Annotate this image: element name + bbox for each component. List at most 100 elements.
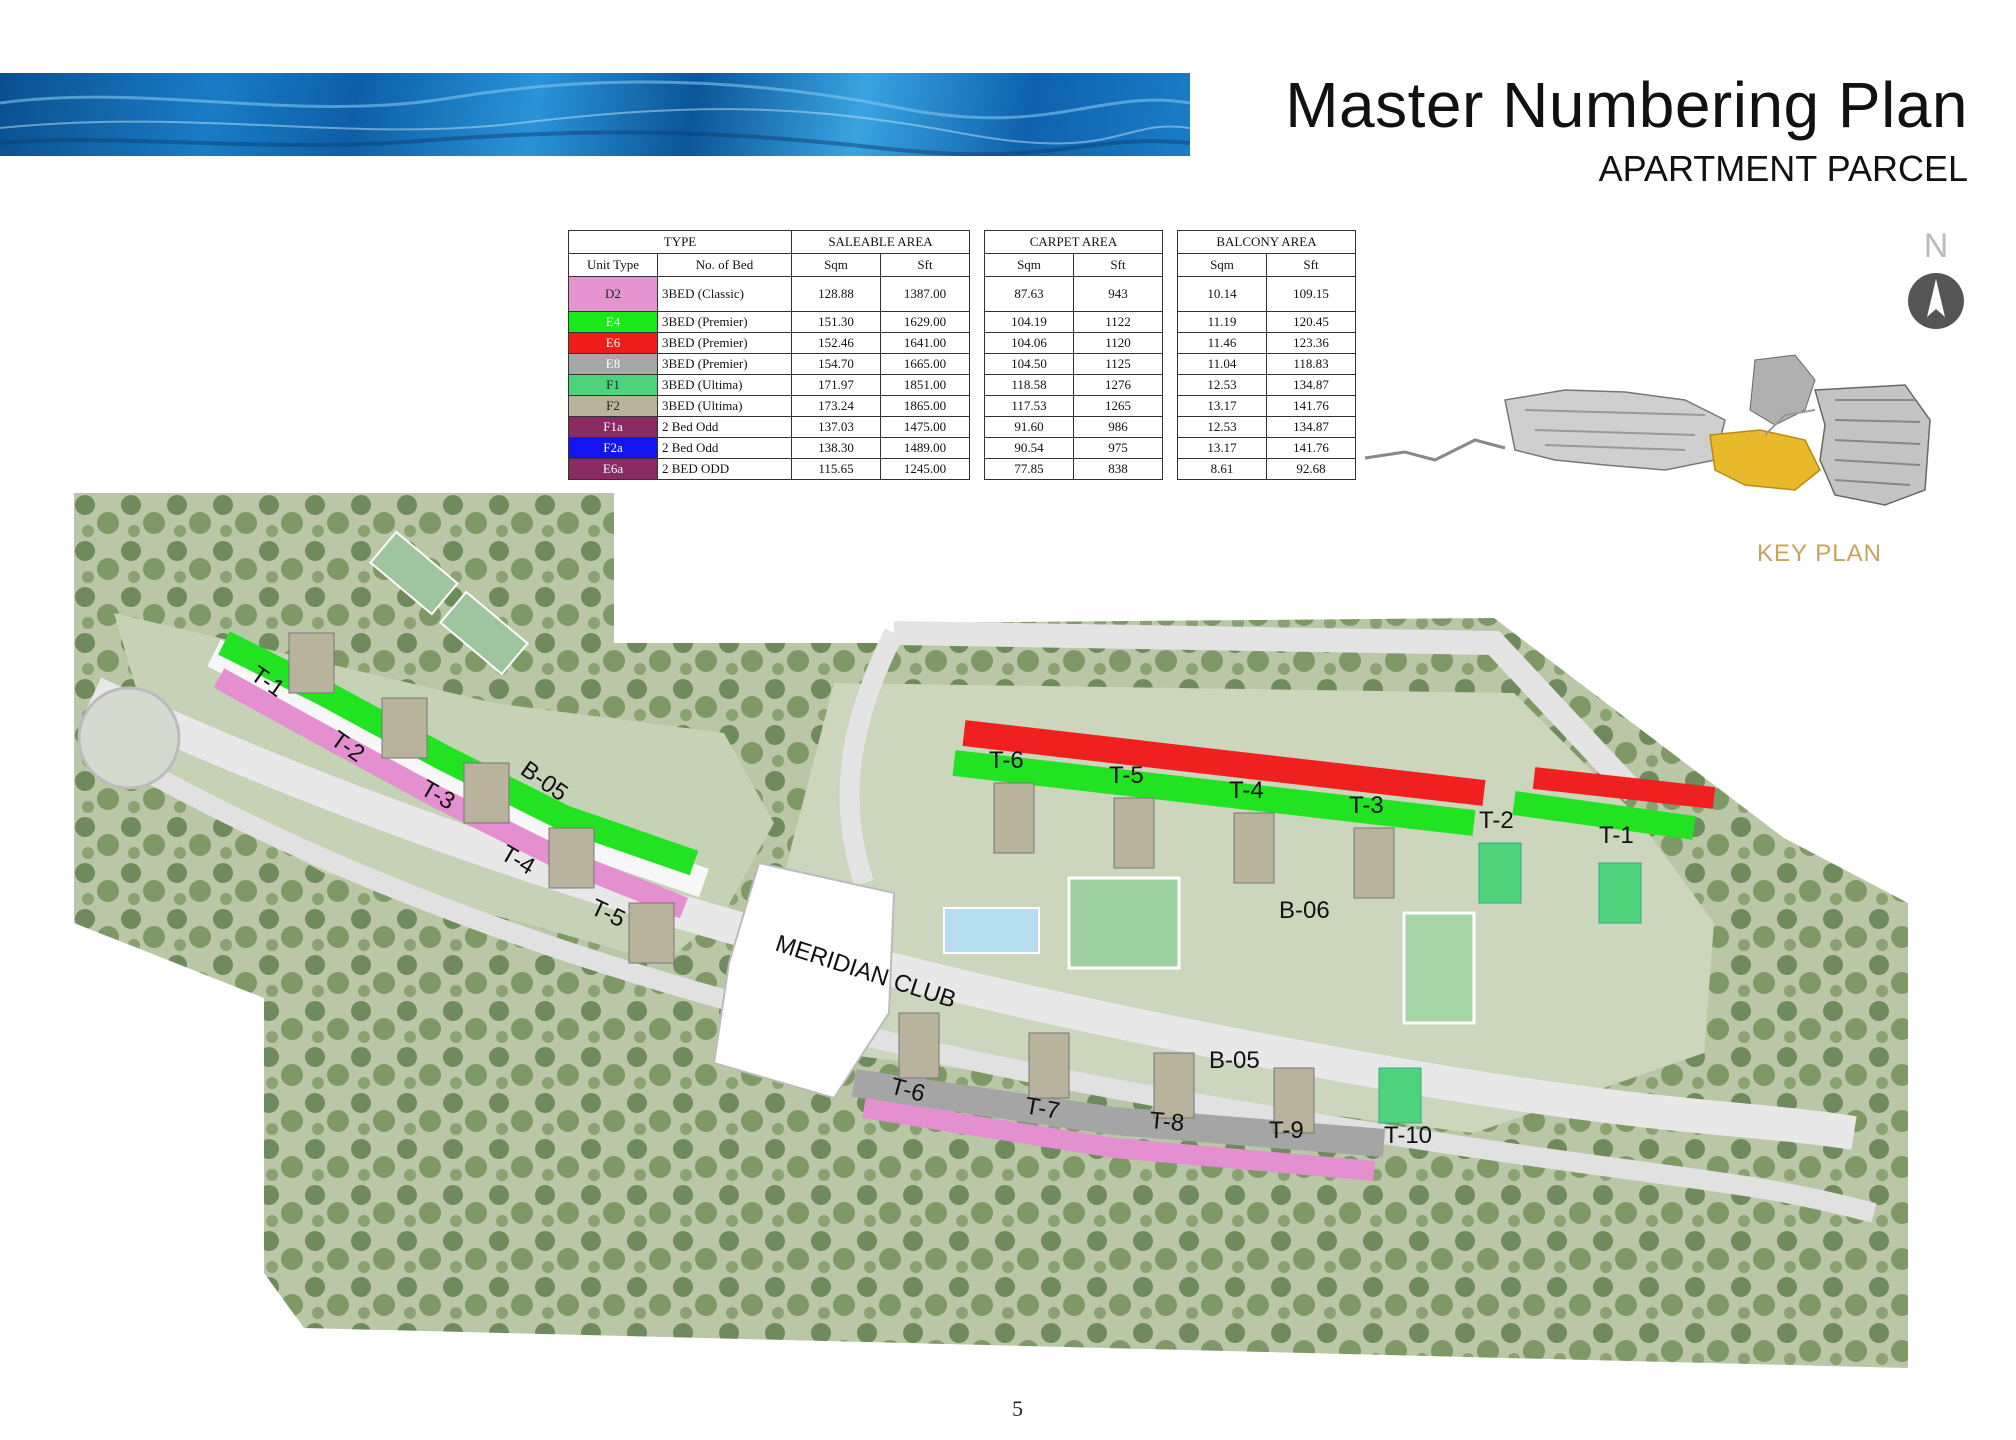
saleable-sft-cell: 1489.00 [880, 437, 970, 459]
tower-label: T-3 [1349, 792, 1384, 819]
key-plan-highlight [1709, 429, 1821, 491]
saleable-sft-cell: 1387.00 [880, 276, 970, 312]
no-of-bed-header: No. of Bed [657, 253, 792, 277]
block-label-right-top: B-06 [1279, 897, 1330, 924]
carpet-sqm-cell: 77.85 [984, 458, 1074, 480]
balcony-sqm-cell: 10.14 [1177, 276, 1267, 312]
carpet-sqm-cell: 104.19 [984, 311, 1074, 333]
carpet-sqm-cell: 118.58 [984, 374, 1074, 396]
bottom-row-buildings [851, 1012, 1422, 1181]
saleable-sft-header: Sft [880, 253, 970, 277]
saleable-sqm-header: Sqm [791, 253, 881, 277]
balcony-sft-cell: 134.87 [1266, 416, 1356, 438]
carpet-sft-cell: 838 [1073, 458, 1163, 480]
carpet-sqm-cell: 117.53 [984, 395, 1074, 417]
top-row-buildings [952, 720, 1716, 924]
balcony-sft-cell: 123.36 [1266, 332, 1356, 354]
unit-type-cell: E6a [568, 458, 658, 480]
saleable-sqm-cell: 128.88 [791, 276, 881, 312]
tower-label: T-1 [1599, 822, 1634, 849]
saleable-sqm-cell: 173.24 [791, 395, 881, 417]
tower-label: T-8 [1148, 1107, 1185, 1137]
carpet-sft-cell: 1276 [1073, 374, 1163, 396]
tower-label: T-7 [1023, 1092, 1062, 1125]
saleable-sft-cell: 1665.00 [880, 353, 970, 375]
carpet-sqm-cell: 87.63 [984, 276, 1074, 312]
carpet-sqm-cell: 104.06 [984, 332, 1074, 354]
unit-type-cell: E6 [568, 332, 658, 354]
saleable-sft-cell: 1629.00 [880, 311, 970, 333]
bed-cell: 3BED (Premier) [657, 311, 792, 333]
unit-type-cell: F2a [568, 437, 658, 459]
key-plan-map [1365, 354, 1931, 506]
bed-cell: 3BED (Ultima) [657, 374, 792, 396]
unit-type-cell: F1a [568, 416, 658, 438]
saleable-sft-cell: 1641.00 [880, 332, 970, 354]
balcony-sft-cell: 141.76 [1266, 395, 1356, 417]
bed-cell: 3BED (Classic) [657, 276, 792, 312]
carpet-sft-cell: 975 [1073, 437, 1163, 459]
balcony-sqm-cell: 11.04 [1177, 353, 1267, 375]
balcony-sft-cell: 92.68 [1266, 458, 1356, 480]
saleable-sft-cell: 1865.00 [880, 395, 970, 417]
compass-label: N [1924, 227, 1949, 265]
unit-type-cell: E8 [568, 353, 658, 375]
tower-label: T-10 [1384, 1122, 1432, 1149]
carpet-area-header: CARPET AREA [984, 230, 1163, 254]
balcony-sft-cell: 120.45 [1266, 311, 1356, 333]
block-label-right-bottom: B-05 [1209, 1047, 1260, 1074]
tower-label: T-9 [1269, 1117, 1304, 1144]
saleable-sft-cell: 1851.00 [880, 374, 970, 396]
carpet-sft-cell: 1122 [1073, 311, 1163, 333]
balcony-sqm-cell: 11.46 [1177, 332, 1267, 354]
unit-type-header: Unit Type [568, 253, 658, 277]
saleable-sqm-cell: 152.46 [791, 332, 881, 354]
bed-cell: 2 Bed Odd [657, 437, 792, 459]
page-title: Master Numbering Plan [1285, 69, 1968, 141]
unit-type-cell: E4 [568, 311, 658, 333]
left-row-buildings [207, 631, 709, 964]
unit-type-cell: F2 [568, 395, 658, 417]
balcony-area-header: BALCONY AREA [1177, 230, 1356, 254]
north-arrow-icon: N [1908, 227, 1964, 329]
balcony-sqm-header: Sqm [1177, 253, 1267, 277]
carpet-sft-cell: 943 [1073, 276, 1163, 312]
bed-cell: 2 Bed Odd [657, 416, 792, 438]
carpet-sqm-cell: 91.60 [984, 416, 1074, 438]
carpet-sft-cell: 986 [1073, 416, 1163, 438]
balcony-sqm-cell: 13.17 [1177, 437, 1267, 459]
balcony-sft-cell: 141.76 [1266, 437, 1356, 459]
saleable-sft-cell: 1245.00 [880, 458, 970, 480]
saleable-sqm-cell: 154.70 [791, 353, 881, 375]
balcony-sft-header: Sft [1266, 253, 1356, 277]
bed-cell: 3BED (Ultima) [657, 395, 792, 417]
carpet-sqm-cell: 90.54 [984, 437, 1074, 459]
carpet-sft-header: Sft [1073, 253, 1163, 277]
balcony-sft-cell: 109.15 [1266, 276, 1356, 312]
page-number: 5 [1012, 1396, 1023, 1421]
tower-label: T-5 [1109, 762, 1144, 789]
tower-label: T-6 [989, 747, 1024, 774]
key-plan-label: KEY PLAN [1757, 540, 1882, 567]
saleable-sqm-cell: 137.03 [791, 416, 881, 438]
page-subtitle: APARTMENT PARCEL [1598, 148, 1968, 189]
carpet-sft-cell: 1265 [1073, 395, 1163, 417]
balcony-sqm-cell: 12.53 [1177, 416, 1267, 438]
balcony-sft-cell: 118.83 [1266, 353, 1356, 375]
type-header: TYPE [568, 230, 792, 254]
saleable-sqm-cell: 151.30 [791, 311, 881, 333]
unit-type-cell: D2 [568, 276, 658, 312]
site-master-plan: B-05 B-06 B-05 MERIDIAN CLUB T-1T-2T-3T-… [74, 493, 1908, 1368]
bed-cell: 2 BED ODD [657, 458, 792, 480]
carpet-sqm-cell: 104.50 [984, 353, 1074, 375]
tower-label: T-4 [1229, 777, 1264, 804]
header-banner [0, 73, 1190, 156]
unit-type-cell: F1 [568, 374, 658, 396]
